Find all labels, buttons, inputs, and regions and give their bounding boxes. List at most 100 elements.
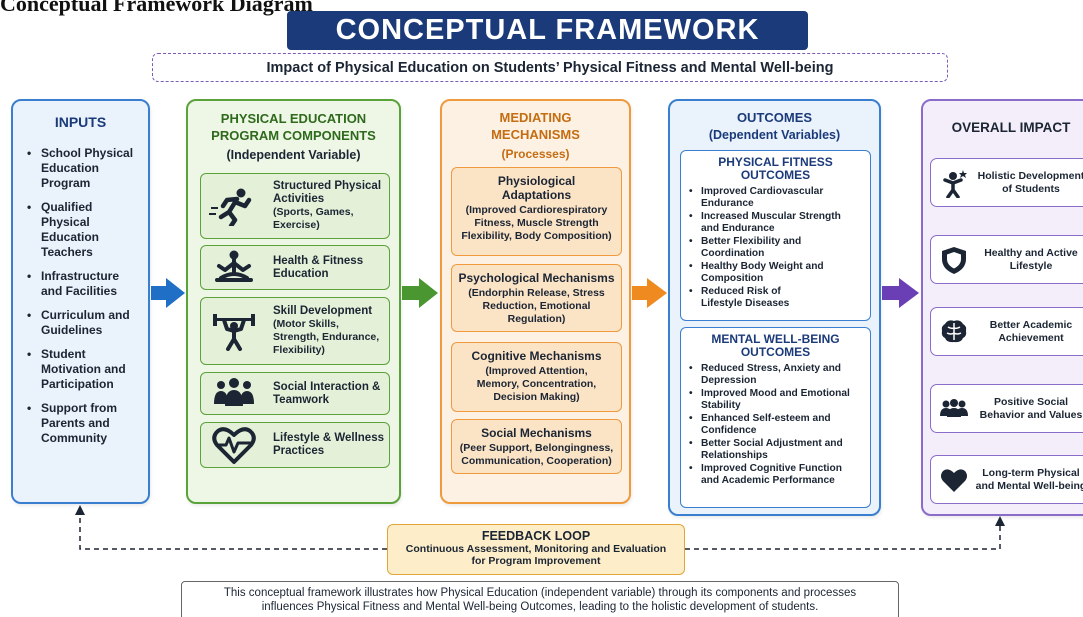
impact-item-social-behavior: Positive Social Behavior and Values	[930, 384, 1083, 433]
feedback-arrowhead-right	[995, 516, 1005, 526]
impact-heading: OVERALL IMPACT	[951, 120, 1071, 135]
pe-heading-sub: (Independent Variable)	[226, 148, 361, 162]
impact-item-holistic: Holistic Development of Students	[930, 158, 1083, 207]
feedback-line1: Continuous Assessment, Monitoring and Ev…	[405, 543, 667, 555]
mediating-item-psychological: Psychological Mechanisms (Endorphin Rele…	[451, 264, 622, 332]
pe-item-title: Lifestyle & Wellness Practices	[273, 432, 384, 457]
impact-item-label: Healthy and Active Lifestyle	[984, 246, 1078, 272]
input-item: Student Motivation and Participation	[27, 347, 151, 392]
footer-line1: This conceptual framework illustrates ho…	[223, 587, 857, 599]
running-person-icon	[209, 188, 252, 226]
mediating-item-sub: (Improved Attention, Memory, Concentrati…	[476, 365, 597, 403]
mental-wellbeing-title-line2: OUTCOMES	[740, 345, 811, 359]
impact-item-long-term: Long-term Physical and Mental Well-being	[930, 455, 1083, 504]
mediating-heading-line2: MECHANISMS	[491, 127, 580, 142]
pe-item-text: Structured Physical Activities (Sports, …	[273, 180, 385, 232]
outcome-item: Reduced Risk of Lifestyle Diseases	[689, 286, 870, 310]
meditation-icon	[215, 250, 253, 282]
impact-item-academic: Better Academic Achievement	[930, 307, 1083, 356]
arrow-inputs-to-pe	[151, 278, 185, 308]
mediating-heading-sub: (Processes)	[501, 147, 570, 161]
footer-line2: influences Physical Fitness and Mental W…	[261, 601, 819, 613]
feedback-loop-box: FEEDBACK LOOP Continuous Assessment, Mon…	[387, 524, 685, 575]
physical-fitness-list: Improved Cardiovascular Endurance Increa…	[689, 186, 870, 310]
mediating-heading-line1: MEDIATING	[499, 110, 572, 125]
pe-item-title: Social Interaction & Teamwork	[273, 380, 381, 406]
input-item: Qualified Physical Education Teachers	[27, 200, 151, 260]
outcome-item: Improved Cardiovascular Endurance	[689, 186, 870, 210]
inputs-heading: INPUTS	[54, 114, 107, 130]
heart-icon	[941, 468, 967, 492]
mediating-item-social: Social Mechanisms (Peer Support, Belongi…	[451, 419, 622, 474]
mental-wellbeing-list: Reduced Stress, Anxiety and Depression I…	[689, 363, 870, 487]
pe-item-health-fitness: Health & Fitness Education	[200, 245, 390, 290]
pe-item-skill-development: Skill Development (Motor Skills, Strengt…	[200, 297, 390, 365]
mediating-column: MEDIATING MECHANISMS (Processes) Physiol…	[440, 99, 631, 504]
impact-item-label: Holistic Development of Students	[977, 169, 1083, 195]
mental-wellbeing-outcomes-box: MENTAL WELL-BEING OUTCOMES Reduced Stres…	[680, 327, 871, 508]
input-item: Infrastructure and Facilities	[27, 269, 151, 299]
outcome-item: Improved Cognitive Function and Academic…	[689, 463, 870, 487]
impact-item-label: Better Academic Achievement	[989, 318, 1073, 344]
feedback-title: FEEDBACK LOOP	[481, 529, 591, 543]
pe-item-social-interaction: Social Interaction & Teamwork	[200, 372, 390, 415]
input-item: Support from Parents and Community	[27, 401, 151, 446]
pe-item-structured-activities: Structured Physical Activities (Sports, …	[200, 173, 390, 239]
framework-title: CONCEPTUAL FRAMEWORK	[287, 11, 808, 50]
weightlifter-icon	[213, 314, 255, 351]
mediating-item-sub: (Endorphin Release, Stress Reduction, Em…	[468, 287, 605, 325]
arrow-outcomes-to-impact	[882, 278, 919, 308]
outcome-item: Better Social Adjustment and Relationshi…	[689, 438, 870, 462]
person-star-icon	[943, 169, 967, 198]
overall-impact-column: OVERALL IMPACT Holistic Development of S…	[921, 99, 1083, 516]
pe-item-sub: (Motor Skills, Strength, Endurance, Flex…	[273, 318, 380, 356]
physical-fitness-outcomes-box: PHYSICAL FITNESS OUTCOMES Improved Cardi…	[680, 150, 871, 321]
pe-item-title: Health & Fitness Education	[273, 254, 364, 280]
brain-icon	[941, 319, 967, 342]
outcome-item: Improved Mood and Emotional Stability	[689, 388, 870, 412]
shield-icon	[942, 246, 966, 274]
pe-heading-line1: PHYSICAL EDUCATION	[220, 111, 367, 126]
impact-item-label: Long-term Physical and Mental Well-being	[975, 466, 1083, 492]
feedback-arrowhead-left	[75, 505, 85, 515]
framework-subtitle: Impact of Physical Education on Students…	[152, 53, 948, 82]
mediating-item-title: Social Mechanisms	[481, 426, 592, 440]
pe-item-text: Social Interaction & Teamwork	[273, 381, 385, 407]
pe-item-title: Skill Development	[273, 305, 373, 317]
input-item: School Physical Education Program	[27, 146, 151, 191]
mediating-item-title: Cognitive Mechanisms	[471, 349, 602, 363]
mediating-item-title: Psychological Mechanisms	[458, 271, 615, 285]
pe-item-lifestyle-wellness: Lifestyle & Wellness Practices	[200, 422, 390, 468]
footer-caption: This conceptual framework illustrates ho…	[181, 581, 899, 617]
inputs-list: School Physical Education Program Qualif…	[27, 146, 151, 446]
impact-item-healthy-lifestyle: Healthy and Active Lifestyle	[930, 235, 1083, 284]
pe-heading-line2: PROGRAM COMPONENTS	[211, 128, 376, 143]
pe-item-text: Health & Fitness Education	[273, 255, 385, 281]
pe-item-title: Structured Physical Activities	[273, 180, 382, 205]
outcome-item: Better Flexibility and Coordination	[689, 236, 870, 260]
mediating-item-sub: (Peer Support, Belongingness, Communicat…	[459, 442, 614, 467]
arrow-pe-to-mediating	[402, 278, 438, 308]
outcome-item: Healthy Body Weight and Composition	[689, 261, 870, 285]
outcomes-heading: OUTCOMES	[736, 110, 813, 125]
pe-item-sub: (Sports, Games, Exercise)	[273, 206, 354, 231]
impact-item-label: Positive Social Behavior and Values	[979, 395, 1083, 421]
physical-fitness-title-line2: OUTCOMES	[740, 168, 811, 182]
document-heading: Conceptual Framework Diagram	[0, 0, 313, 16]
physical-fitness-title-line1: PHYSICAL FITNESS	[718, 155, 833, 169]
outcomes-column: OUTCOMES (Dependent Variables) PHYSICAL …	[668, 99, 881, 516]
mediating-item-title: Physiological Adaptations	[497, 174, 576, 202]
group-icon	[214, 377, 254, 406]
inputs-column: INPUTS School Physical Education Program…	[11, 99, 150, 504]
pe-components-column: PHYSICAL EDUCATION PROGRAM COMPONENTS (I…	[186, 99, 401, 504]
arrow-mediating-to-outcomes	[632, 278, 667, 308]
input-item: Curriculum and Guidelines	[27, 308, 151, 338]
outcome-item: Enhanced Self-esteem and Confidence	[689, 413, 870, 437]
outcomes-heading-sub: (Dependent Variables)	[708, 128, 841, 142]
people-icon	[940, 398, 968, 417]
outcome-item: Reduced Stress, Anxiety and Depression	[689, 363, 870, 387]
mediating-item-cognitive: Cognitive Mechanisms (Improved Attention…	[451, 342, 622, 412]
pe-item-text: Skill Development (Motor Skills, Strengt…	[273, 305, 385, 357]
mediating-item-physiological: Physiological Adaptations (Improved Card…	[451, 167, 622, 256]
mental-wellbeing-title-line1: MENTAL WELL-BEING	[711, 332, 840, 346]
